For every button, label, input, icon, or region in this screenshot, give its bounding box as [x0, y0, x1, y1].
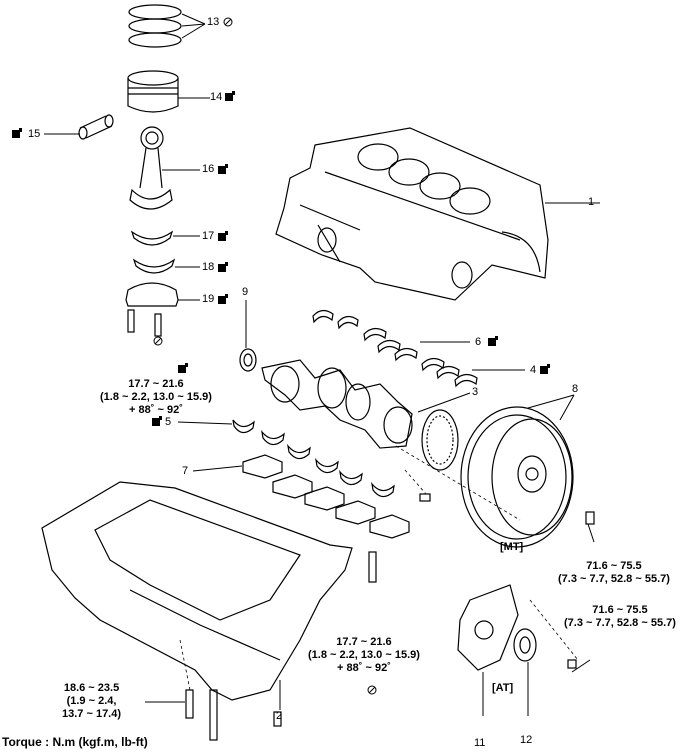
adapter-plate: [513, 628, 537, 662]
drive-plate: [457, 584, 519, 671]
callout-11: 11: [474, 737, 486, 749]
torque-line: (7.3 ~ 7.7, 52.8 ~ 55.7): [564, 617, 676, 629]
piston: [127, 70, 179, 113]
callout-9: 9: [242, 286, 249, 298]
torque-bearing-cap-bolt: 17.7 ~ 21.6 (1.8 ~ 2.2, 13.0 ~ 15.9) + 8…: [308, 636, 420, 675]
oil-pan-bolts: [185, 689, 282, 741]
main-bearings-lower: [232, 419, 395, 498]
torque-units-footer: Torque : N.m (kgf.m, lb-ft): [2, 735, 148, 749]
flywheel: [460, 406, 574, 548]
torque-line: + 88˚ ~ 92˚: [337, 662, 391, 674]
callout-1: 1: [588, 196, 595, 208]
callout-3: 3: [472, 386, 479, 398]
crank-sprocket: [239, 348, 257, 372]
torque-drive-plate-bolt: 71.6 ~ 75.5 (7.3 ~ 7.7, 52.8 ~ 55.7): [564, 604, 676, 630]
torque-line: (7.3 ~ 7.7, 52.8 ~ 55.7): [558, 573, 670, 585]
callout-19: 19: [202, 293, 215, 305]
drive-plate-bolt: [567, 659, 577, 669]
oil-icons: [12, 91, 550, 426]
callout-8: 8: [572, 383, 579, 395]
bearing-cap-bolt: [368, 551, 377, 583]
callout-4: 4: [530, 364, 537, 376]
piston-pin: [78, 114, 114, 140]
automatic-transmission-tag: [AT]: [492, 682, 514, 694]
torque-oil-pan-bolt: 18.6 ~ 23.5 (1.9 ~ 2.4, 13.7 ~ 17.4): [62, 682, 121, 721]
callout-17: 17: [202, 230, 215, 242]
torque-line: 17.7 ~ 21.6: [128, 378, 184, 390]
manual-transmission-tag: [MT]: [500, 541, 524, 553]
callout-12: 12: [520, 734, 533, 746]
main-bearing-caps: [242, 454, 410, 539]
callout-16: 16: [202, 163, 215, 175]
torque-line: (1.8 ~ 2.2, 13.0 ~ 15.9): [308, 649, 420, 661]
torque-line: (1.9 ~ 2.4,: [66, 695, 117, 707]
conrod-lower-bearing: [132, 258, 176, 274]
torque-line: 17.7 ~ 21.6: [336, 636, 392, 648]
torque-line: 71.6 ~ 75.5: [592, 604, 648, 616]
torque-line: + 88˚ ~ 92˚: [129, 404, 183, 416]
callout-14: 14: [210, 91, 223, 103]
callout-13: 13: [207, 16, 220, 28]
cylinder-block: [275, 127, 549, 301]
callout-6: 6: [475, 336, 482, 348]
no-reuse-icons: [153, 17, 377, 695]
torque-line: 18.6 ~ 23.5: [63, 682, 120, 694]
flywheel-centre-bolt: [419, 493, 431, 502]
connecting-rod: [129, 126, 173, 210]
torque-line: 13.7 ~ 17.4): [62, 708, 122, 720]
reluctor-ring: [421, 409, 459, 471]
oil-pan: [41, 481, 353, 701]
torque-flywheel-bolt: 71.6 ~ 75.5 (7.3 ~ 7.7, 52.8 ~ 55.7): [558, 560, 670, 586]
piston-rings: [128, 4, 182, 48]
callout-18: 18: [202, 261, 215, 273]
conrod-bolts: [127, 309, 162, 337]
callout-2: 2: [276, 710, 283, 722]
main-bearings-upper: [312, 309, 478, 388]
callout-7: 7: [182, 465, 189, 477]
conrod-upper-bearing: [130, 230, 174, 246]
callout-5: 5: [165, 416, 172, 428]
torque-line: 71.6 ~ 75.5: [586, 560, 642, 572]
crankshaft: [261, 359, 413, 449]
torque-conrod-bolt: 17.7 ~ 21.6 (1.8 ~ 2.2, 13.0 ~ 15.9) + 8…: [100, 378, 212, 417]
flywheel-bolt: [585, 511, 595, 525]
torque-line: (1.8 ~ 2.2, 13.0 ~ 15.9): [100, 391, 212, 403]
callout-15: 15: [28, 128, 41, 140]
conrod-cap: [125, 282, 179, 307]
